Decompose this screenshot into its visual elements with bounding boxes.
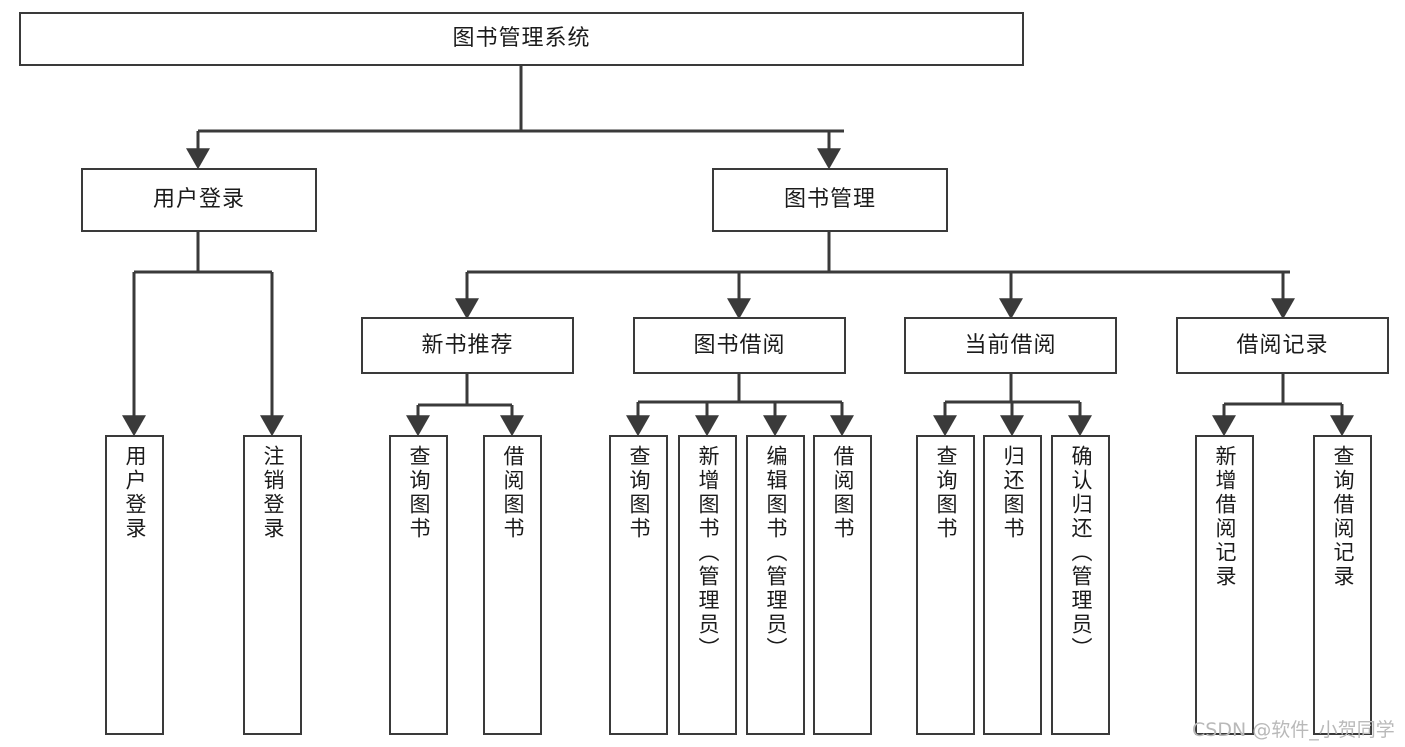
node-book-manage-label: 图书管理 xyxy=(783,187,876,213)
node-leaf-logout-login-label: 注销登录 xyxy=(261,445,285,541)
node-leaf-logout-login[interactable]: 注销登录 xyxy=(243,435,302,735)
node-leaf-borrow-book-2-label: 借阅图书 xyxy=(831,445,855,541)
node-leaf-query-book-3[interactable]: 查询图书 xyxy=(916,435,975,735)
node-leaf-query-book-2[interactable]: 查询图书 xyxy=(609,435,668,735)
node-book-borrow-label: 图书借阅 xyxy=(693,332,786,358)
node-root-label: 图书管理系统 xyxy=(452,26,591,52)
node-borrow-record[interactable]: 借阅记录 xyxy=(1176,317,1389,374)
node-new-book-recommend[interactable]: 新书推荐 xyxy=(361,317,574,374)
node-new-book-recommend-label: 新书推荐 xyxy=(421,332,514,358)
node-borrow-record-label: 借阅记录 xyxy=(1236,332,1329,358)
node-leaf-query-book-2-label: 查询图书 xyxy=(627,445,651,541)
node-leaf-query-book-3-label: 查询图书 xyxy=(934,445,958,541)
node-leaf-user-login-label: 用户登录 xyxy=(123,445,147,541)
node-leaf-borrow-book-2[interactable]: 借阅图书 xyxy=(813,435,872,735)
node-leaf-query-borrow-record-label: 查询借阅记录 xyxy=(1331,445,1355,589)
node-leaf-confirm-return-admin[interactable]: 确认归还（管理员） xyxy=(1051,435,1110,735)
node-leaf-edit-book-admin-label: 编辑图书（管理员） xyxy=(764,445,788,661)
node-root[interactable]: 图书管理系统 xyxy=(19,12,1024,66)
node-leaf-query-borrow-record[interactable]: 查询借阅记录 xyxy=(1313,435,1372,735)
node-current-borrow[interactable]: 当前借阅 xyxy=(904,317,1117,374)
node-current-borrow-label: 当前借阅 xyxy=(964,332,1057,358)
watermark-text: CSDN @软件_小贺同学 xyxy=(1192,719,1395,741)
node-leaf-add-borrow-record-label: 新增借阅记录 xyxy=(1213,445,1237,589)
node-leaf-query-book-1[interactable]: 查询图书 xyxy=(389,435,448,735)
node-leaf-user-login[interactable]: 用户登录 xyxy=(105,435,164,735)
node-leaf-confirm-return-admin-label: 确认归还（管理员） xyxy=(1069,445,1093,661)
node-leaf-edit-book-admin[interactable]: 编辑图书（管理员） xyxy=(746,435,805,735)
node-leaf-query-book-1-label: 查询图书 xyxy=(407,445,431,541)
node-user-login[interactable]: 用户登录 xyxy=(81,168,317,232)
node-leaf-borrow-book-1[interactable]: 借阅图书 xyxy=(483,435,542,735)
node-leaf-return-book-label: 归还图书 xyxy=(1001,445,1025,541)
node-leaf-add-book-admin[interactable]: 新增图书（管理员） xyxy=(678,435,737,735)
node-leaf-add-book-admin-label: 新增图书（管理员） xyxy=(696,445,720,661)
node-leaf-borrow-book-1-label: 借阅图书 xyxy=(501,445,525,541)
node-leaf-return-book[interactable]: 归还图书 xyxy=(983,435,1042,735)
node-user-login-label: 用户登录 xyxy=(152,187,245,213)
node-leaf-add-borrow-record[interactable]: 新增借阅记录 xyxy=(1195,435,1254,735)
node-book-borrow[interactable]: 图书借阅 xyxy=(633,317,846,374)
node-book-manage[interactable]: 图书管理 xyxy=(712,168,948,232)
